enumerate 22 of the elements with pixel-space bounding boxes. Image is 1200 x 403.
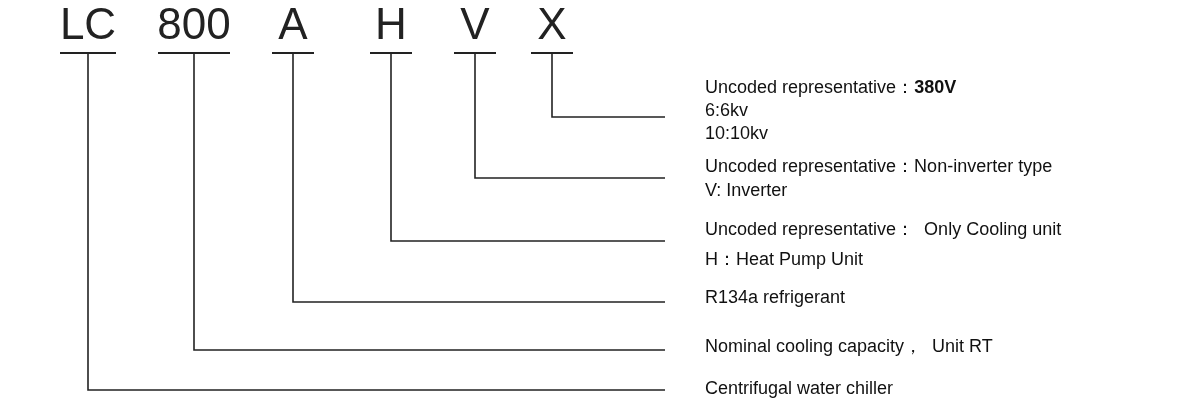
code-segment: V	[454, 0, 496, 54]
description-text: Centrifugal water chiller	[705, 377, 894, 400]
leader-line	[193, 53, 666, 351]
code-segment: H	[370, 0, 412, 54]
leader-line	[390, 53, 666, 242]
leader-line	[87, 53, 666, 391]
description-text: Nominal cooling capacity， Unit RT	[705, 335, 993, 358]
description-text: Uncoded representative：380V	[705, 76, 957, 99]
description-text: R134a refrigerant	[705, 286, 846, 309]
description-text: H：Heat Pump Unit	[705, 248, 865, 271]
code-segment: A	[272, 0, 314, 54]
code-segment: 800	[158, 0, 230, 54]
leader-line	[474, 53, 666, 179]
description-text: Uncoded representative： Only Cooling unit	[705, 218, 1062, 241]
description-text: Uncoded representative：Non-inverter type	[705, 155, 1053, 178]
code-segment: X	[531, 0, 573, 54]
code-segment: LC	[60, 0, 116, 54]
description-text: 10:10kv	[705, 122, 770, 145]
description-text: 6:6kv	[705, 99, 750, 122]
leader-line	[551, 53, 666, 118]
description-text: V: Inverter	[705, 179, 789, 202]
leader-line	[292, 53, 666, 303]
